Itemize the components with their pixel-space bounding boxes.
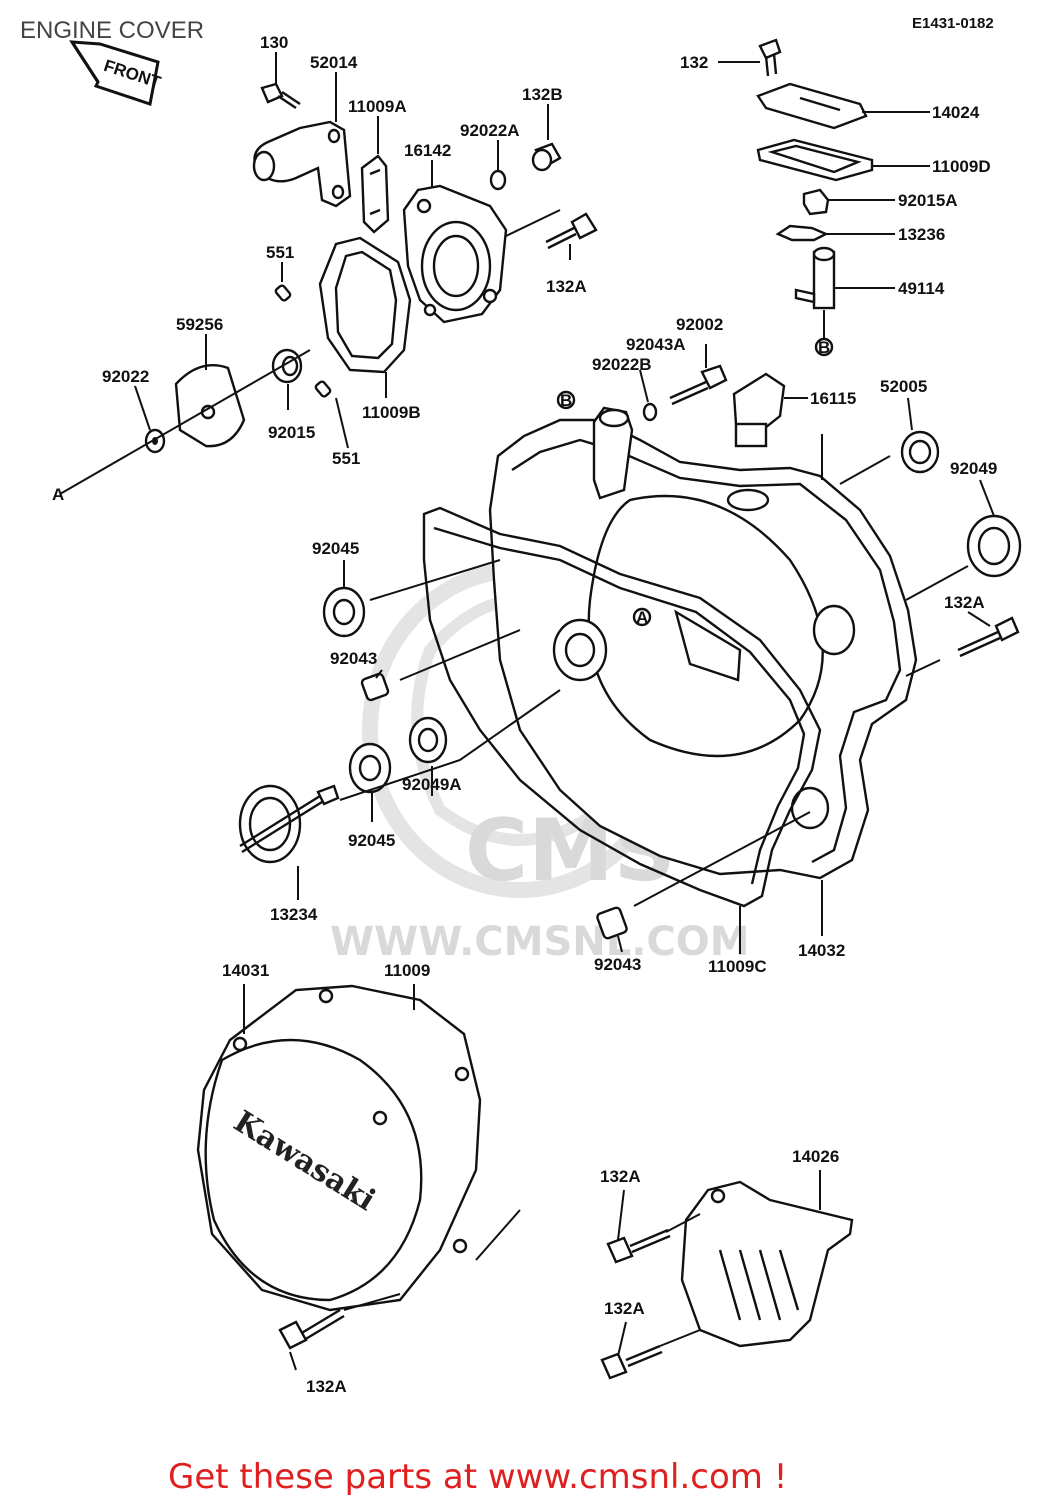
label-11009B: 11009B	[362, 403, 421, 422]
label-551-bottom: 551	[332, 449, 360, 468]
ref-marker-a: A	[52, 485, 64, 504]
label-49114: 49114	[898, 279, 945, 298]
gasket-11009B	[318, 236, 412, 374]
bolt-132	[758, 38, 782, 77]
label-16115: 16115	[810, 389, 856, 408]
kick-gear-13234	[238, 784, 340, 864]
ref-marker-b-top	[814, 337, 834, 357]
label-11009C: 11009C	[708, 957, 767, 976]
washer-92022A	[489, 169, 507, 191]
bearing-92049A	[408, 716, 448, 764]
label-132: 132	[680, 53, 708, 72]
sprocket-guard-14026	[680, 1180, 854, 1348]
part-labels: 130 52014 11009A 132B 92022A 16142 551 1…	[52, 33, 997, 1396]
ref-marker-b-cover-label: B	[560, 391, 572, 410]
bolt-132A-right	[957, 616, 1020, 658]
cover-14024	[756, 82, 868, 130]
label-52014: 52014	[310, 53, 358, 72]
oil-filler-cap-16115	[732, 372, 786, 448]
ref-marker-a-cover-label: A	[636, 608, 648, 627]
label-132B: 132B	[522, 85, 563, 104]
label-92045-bottom: 92045	[348, 831, 395, 850]
label-14032: 14032	[798, 941, 845, 960]
dowel-92043-left	[360, 672, 390, 702]
label-92022B: 92022B	[592, 355, 652, 374]
label-92049A: 92049A	[402, 775, 462, 794]
dowel-551-bottom	[314, 380, 332, 398]
bolt-132B	[531, 142, 562, 172]
bolt-132A-guard-bottom	[600, 1344, 663, 1380]
label-92043A: 92043A	[626, 335, 686, 354]
label-92015: 92015	[268, 423, 315, 442]
leader-A	[59, 349, 311, 495]
label-14031: 14031	[222, 961, 269, 980]
leader-lines	[134, 52, 995, 1371]
water-fitting-52014	[252, 120, 352, 208]
bolt-132A-guard-top	[606, 1228, 671, 1264]
gasket-11009D	[756, 138, 874, 182]
label-92002: 92002	[676, 315, 723, 334]
bolt-132A-top	[545, 212, 598, 250]
label-11009D: 11009D	[932, 157, 991, 176]
label-130: 130	[260, 33, 288, 52]
label-92049: 92049	[950, 459, 997, 478]
seal-92049	[966, 514, 1022, 578]
label-132A-cover: 132A	[306, 1377, 347, 1396]
dowel-92043-bottom	[596, 906, 628, 940]
ref-marker-b-cover	[556, 390, 576, 410]
cta-link[interactable]: Get these parts at www.cmsnl.com !	[168, 1457, 787, 1497]
crankcase-cover-14032: A	[488, 406, 918, 880]
seal-92015	[271, 348, 303, 384]
label-59256: 59256	[176, 315, 223, 334]
label-14026: 14026	[792, 1147, 839, 1166]
label-92022A: 92022A	[460, 121, 520, 140]
label-52005: 52005	[880, 377, 927, 396]
clutch-cover-14031: Kawasaki	[196, 984, 482, 1312]
dowel-551-top	[274, 284, 292, 302]
label-11009A: 11009A	[348, 97, 407, 116]
pump-cover-16142	[402, 184, 508, 324]
seal-52005	[900, 430, 940, 474]
breather-assembly: B	[756, 38, 874, 357]
label-92043-bottom: 92043	[594, 955, 641, 974]
bolt-130	[260, 82, 301, 109]
clamp-13236	[775, 224, 829, 242]
label-11009: 11009	[384, 961, 430, 980]
label-92015A: 92015A	[898, 191, 958, 210]
water-pump-assembly	[59, 82, 598, 495]
label-13234: 13234	[270, 905, 318, 924]
nut-92015A	[802, 188, 830, 216]
label-132A-top: 132A	[546, 277, 587, 296]
label-132A-guard-bottom: 132A	[604, 1299, 645, 1318]
gasket-11009A	[360, 154, 390, 234]
gasket-11009C	[422, 506, 822, 908]
label-14024: 14024	[932, 103, 980, 122]
label-92043-left: 92043	[330, 649, 377, 668]
cta-text[interactable]: Get these parts at www.cmsnl.com !	[168, 1457, 787, 1497]
bolt-132A-cover	[278, 1308, 345, 1350]
impeller-59256	[174, 364, 246, 448]
label-13236: 13236	[898, 225, 945, 244]
ref-marker-b-top-label: B	[818, 338, 830, 357]
bearing-92045-bottom	[348, 742, 392, 794]
watermark-url: WWW.CMSNL.COM	[330, 919, 750, 965]
ref-marker-a-cover	[632, 607, 652, 627]
page-title: ENGINE COVER	[20, 17, 204, 44]
label-92022: 92022	[102, 367, 149, 386]
label-16142: 16142	[404, 141, 451, 160]
plug-92002	[642, 364, 728, 422]
bearing-92045-top	[322, 586, 366, 638]
front-arrow: FRONT	[69, 40, 164, 106]
fitting-49114	[794, 246, 836, 310]
drawing-code: E1431-0182	[912, 15, 994, 32]
label-132A-guard-top: 132A	[600, 1167, 641, 1186]
label-551-top: 551	[266, 243, 294, 262]
label-132A-right: 132A	[944, 593, 985, 612]
label-92045-top: 92045	[312, 539, 359, 558]
